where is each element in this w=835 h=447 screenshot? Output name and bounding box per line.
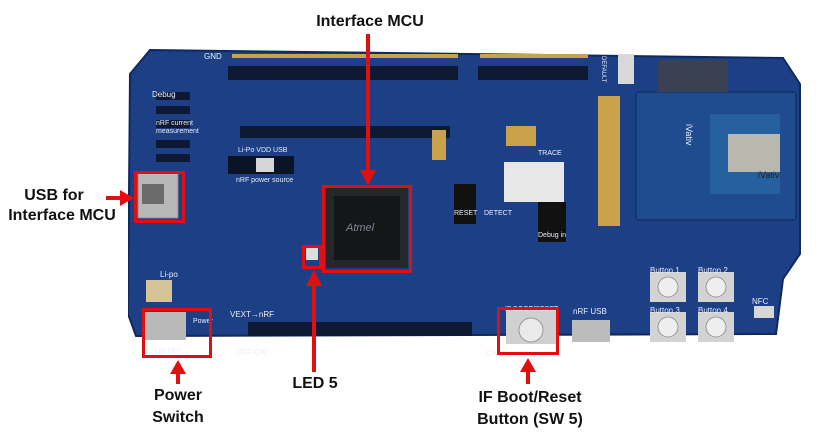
highlight-boot-button — [497, 307, 559, 355]
label-usb-line2: Interface MCU — [8, 207, 116, 224]
highlight-usb — [134, 171, 185, 223]
silk-reset: RESET — [454, 210, 478, 217]
label-usb-line1: USB for — [24, 187, 84, 204]
silk-detect: DETECT — [484, 210, 512, 217]
silk-lipo-vdd-usb: Li-Po VDD USB — [238, 147, 288, 154]
silk-measurement: measurement — [156, 128, 199, 135]
silk-button4: Button 4 — [698, 306, 728, 315]
silk-nfc: NFC — [752, 297, 769, 306]
label-power-line1: Power — [153, 387, 202, 404]
silk-button2: Button 2 — [698, 266, 728, 275]
silk-vext-nrf: VEXT→nRF — [230, 310, 275, 319]
label-led5: LED 5 — [292, 375, 338, 392]
label-interface-mcu: Interface MCU — [316, 13, 424, 30]
top-headers — [228, 66, 588, 80]
label-power-line2: Switch — [152, 409, 204, 426]
silk-button3: Button 3 — [650, 306, 680, 315]
silk-off-on: OFF ON — [236, 348, 267, 357]
highlight-power-switch — [142, 308, 212, 358]
highlight-led5 — [302, 245, 322, 269]
label-boot-line2: Button (SW 5) — [477, 411, 583, 428]
silk-power: Power — [193, 318, 213, 325]
silk-module-brand2: iVativ — [758, 170, 780, 180]
silk-nrf-current: nRF current — [156, 120, 193, 127]
silk-on-off: ON OFF — [155, 348, 182, 355]
silk-gnd-top: GND — [204, 52, 222, 61]
silk-button1: Button 1 — [650, 266, 680, 275]
silk-debug: Debug — [152, 90, 176, 99]
label-boot-line1: IF Boot/Reset — [478, 389, 582, 406]
silk-debug-in: Debug in — [538, 232, 567, 239]
silk-trace: TRACE — [538, 150, 562, 157]
silk-nrf-usb: nRF USB — [573, 307, 607, 316]
highlight-interface-mcu — [322, 185, 412, 273]
user-buttons — [650, 272, 734, 342]
silk-power-source: nRF power source — [236, 177, 294, 184]
silk-gnd-bottom: GND — [486, 349, 504, 358]
silk-lipo: Li-po — [160, 270, 178, 279]
silk-atmel: Atmel — [346, 222, 375, 234]
dev-board-photo — [128, 48, 801, 344]
